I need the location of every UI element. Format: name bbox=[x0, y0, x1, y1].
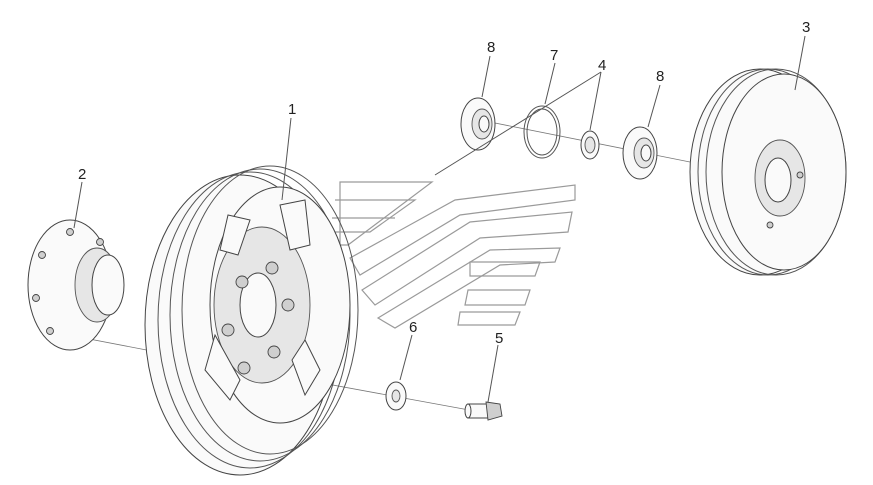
large-pulley bbox=[144, 165, 359, 476]
callout-5: 5 bbox=[495, 330, 503, 347]
flange-hub bbox=[27, 219, 125, 351]
small-pulley bbox=[689, 68, 847, 276]
callout-8-right: 8 bbox=[656, 68, 664, 85]
callout-8-left: 8 bbox=[487, 39, 495, 56]
callout-3: 3 bbox=[802, 19, 810, 36]
spacer bbox=[580, 130, 600, 160]
leader-lines bbox=[73, 35, 806, 403]
bearing-left bbox=[460, 97, 496, 151]
callout-2: 2 bbox=[78, 166, 86, 183]
callout-4: 4 bbox=[598, 57, 606, 74]
watermark-logo bbox=[332, 181, 576, 329]
callout-6: 6 bbox=[409, 319, 417, 336]
callout-7: 7 bbox=[550, 47, 558, 64]
callout-1: 1 bbox=[288, 101, 296, 118]
bearing-right bbox=[622, 126, 658, 180]
bolt bbox=[464, 401, 503, 421]
washer bbox=[385, 381, 407, 411]
